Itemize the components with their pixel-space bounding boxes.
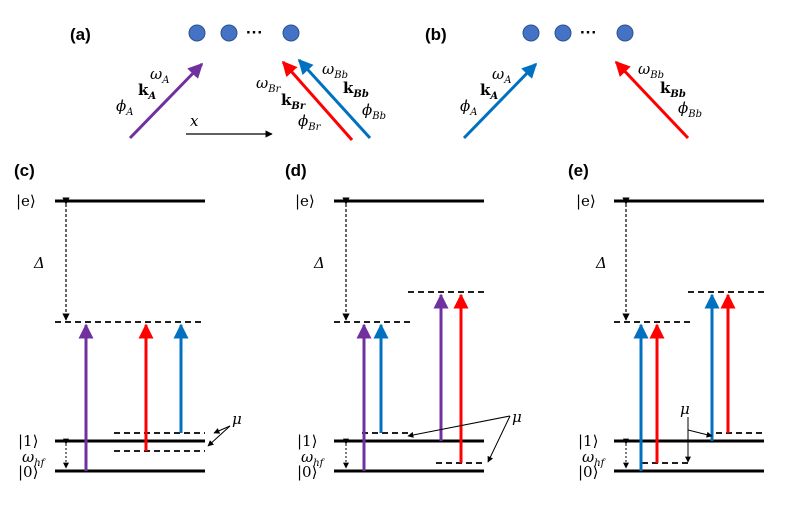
beam-bb-omega: ωBb [322, 60, 348, 81]
mu-pointer [407, 415, 511, 438]
level-0-label: |0⟩ [297, 463, 317, 481]
panel-d-label: (d) [285, 161, 307, 180]
panel-b-label: (b) [425, 25, 447, 44]
level-0-label: |0⟩ [578, 463, 598, 481]
panel-b: (b) ··· ωA kA ϕA ωBb kBb ϕBb [425, 23, 702, 140]
beam-bb-omega: ωBb [638, 60, 664, 81]
mu-pointer [687, 417, 713, 438]
beam-bb-phi: ϕBb [362, 101, 386, 122]
panel-d: (d) |e⟩ Δ |1⟩ |0⟩ ωhf μ [285, 161, 522, 481]
beam-bb-arrow [297, 58, 372, 140]
mu-label: μ [512, 408, 522, 426]
panel-a-label: (a) [70, 25, 91, 44]
hyperfine-label: ωhf [582, 448, 607, 469]
ellipsis: ··· [246, 23, 263, 42]
level-e-label: |e⟩ [576, 192, 596, 210]
beam-a-k: kA [480, 81, 498, 102]
beam-a-arrow [462, 62, 538, 140]
mu-pointer [487, 415, 511, 463]
beam-a-k: kA [138, 81, 156, 102]
beam-br-phi: ϕBr [298, 112, 322, 133]
panel-a: (a) ··· ωA kA ϕA x ωBr kBr ϕBr ωBb kBb ϕ… [70, 23, 386, 141]
beam-br-arrow [281, 60, 354, 141]
panel-c-label: (c) [14, 161, 35, 180]
ellipsis: ··· [580, 23, 597, 42]
atom-1 [522, 24, 540, 42]
level-1-label: |1⟩ [18, 432, 38, 450]
mu-label: μ [232, 410, 242, 428]
beam-bb-phi: ϕBb [678, 99, 702, 120]
mu-label: μ [680, 400, 690, 418]
beam-bb-arrow [614, 60, 690, 140]
level-1-label: |1⟩ [297, 432, 317, 450]
beam-bb-k: kBb [660, 79, 686, 100]
panel-c: (c) |e⟩ Δ |1⟩ |0⟩ ωhf μ [14, 161, 242, 481]
x-axis-label: x [190, 112, 199, 130]
beam-br-k: kBr [281, 91, 306, 112]
detuning-label: Δ [313, 254, 325, 272]
mu-pointer [213, 425, 231, 434]
level-0-label: |0⟩ [18, 463, 38, 481]
beam-a-arrow [128, 62, 204, 140]
atom-1 [188, 24, 206, 42]
detuning-label: Δ [33, 254, 45, 272]
atom-n [616, 24, 634, 42]
detuning-label: Δ [595, 254, 607, 272]
hyperfine-label: ωhf [301, 448, 326, 469]
level-e-label: |e⟩ [295, 192, 315, 210]
mu-pointer [207, 425, 231, 447]
hyperfine-label: ωhf [22, 448, 47, 469]
beam-a-omega: ωA [492, 65, 511, 86]
beam-a-phi: ϕA [460, 97, 477, 118]
atom-2 [554, 24, 572, 42]
atom-2 [220, 24, 238, 42]
panel-e: (e) |e⟩ Δ |1⟩ |0⟩ ωhf μ [568, 161, 764, 481]
beam-bb-k: kBb [343, 79, 369, 100]
beam-a-phi: ϕA [116, 97, 133, 118]
beam-br-omega: ωBr [256, 74, 282, 95]
level-1-label: |1⟩ [578, 432, 598, 450]
level-e-label: |e⟩ [16, 192, 36, 210]
panel-e-label: (e) [568, 161, 589, 180]
atom-n [282, 24, 300, 42]
beam-a-omega: ωA [150, 65, 169, 86]
